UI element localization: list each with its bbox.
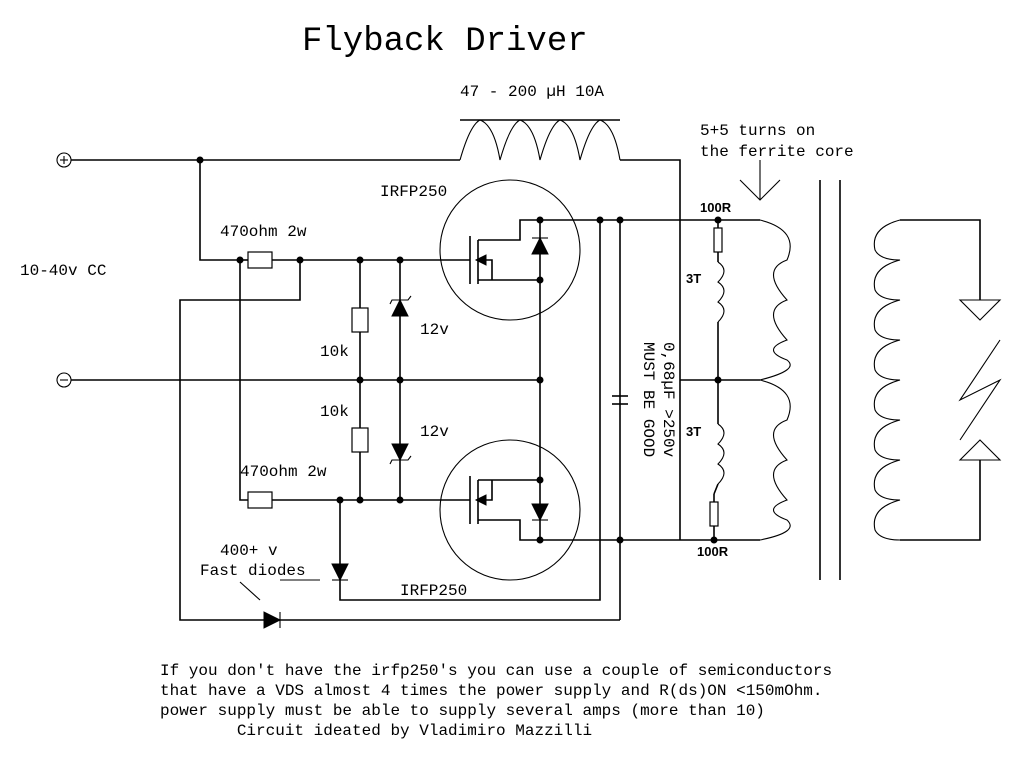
plus-terminal: [56, 152, 72, 168]
r100-bottom-label: 100R: [697, 544, 729, 559]
title: Flyback Driver: [302, 23, 588, 61]
note-line: Circuit ideated by Vladimiro Mazzilli: [160, 722, 592, 740]
resistor-10k-bottom: [351, 427, 369, 453]
zener-bottom-label: 12v: [420, 423, 449, 441]
diodes-label-2: Fast diodes: [200, 562, 306, 580]
turns-label-2: the ferrite core: [700, 143, 854, 161]
note-line: If you don't have the irfp250's you can …: [160, 662, 832, 680]
mosfet-top-label: IRFP250: [380, 183, 447, 201]
supply-label: 10-40v CC: [20, 262, 106, 280]
mosfet-bottom: [439, 380, 581, 581]
spark-icon: [958, 339, 1002, 441]
resistor-10k-top: [351, 307, 369, 333]
capacitor-label-2: MUST BE GOOD: [639, 342, 657, 457]
capacitor-label-1: 0,68µF >250v: [659, 342, 677, 458]
primary-winding: [759, 219, 791, 541]
spark-electrode-bottom: [958, 439, 1002, 461]
turns-label-1: 5+5 turns on: [700, 122, 815, 140]
coil-top-label: 3T: [686, 271, 701, 286]
capacitor: [612, 395, 628, 405]
coil-bottom-label: 3T: [686, 424, 701, 439]
zener-bottom: [389, 443, 412, 465]
fast-diode-1: [331, 563, 349, 582]
resistor-top-label: 470ohm 2w: [220, 223, 307, 241]
resistor-100r-top: [713, 227, 723, 253]
zener-top-label: 12v: [420, 321, 449, 339]
resistor-470-bottom: [247, 491, 273, 509]
mosfet-top: [439, 179, 581, 380]
fast-diode-2: [263, 611, 282, 629]
resistor-470-top: [247, 251, 273, 269]
choke-inductor: [459, 119, 621, 161]
secondary-winding: [873, 219, 901, 541]
resistor-bottom-label: 470ohm 2w: [240, 463, 327, 481]
choke-label: 47 - 200 µH 10A: [460, 83, 604, 101]
r10k-top-label: 10k: [320, 343, 349, 361]
diodes-label-1: 400+ v: [220, 542, 278, 560]
mosfet-bottom-label: IRFP250: [400, 582, 467, 600]
coil-3t-top: [717, 261, 725, 323]
zener-top: [389, 295, 412, 317]
coil-3t-bottom: [717, 423, 725, 485]
note-line: power supply must be able to supply seve…: [160, 702, 765, 720]
resistor-100r-bottom: [709, 501, 719, 527]
r100-top-label: 100R: [700, 200, 732, 215]
arrow-down-icon: [739, 160, 781, 201]
minus-terminal: [56, 372, 72, 388]
spark-electrode-top: [958, 299, 1002, 321]
note-line: that have a VDS almost 4 times the power…: [160, 682, 823, 700]
r10k-bottom-label: 10k: [320, 403, 349, 421]
